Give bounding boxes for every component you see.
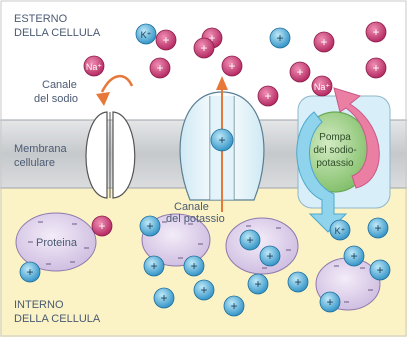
potassium-ion: + xyxy=(224,296,244,316)
pump-label-line3: potassio xyxy=(316,158,354,169)
potassium-ion: K⁺ xyxy=(330,220,350,240)
svg-text:+: + xyxy=(218,133,225,147)
sodium-ion: + xyxy=(156,30,176,50)
svg-text:+: + xyxy=(190,259,197,273)
svg-text:+: + xyxy=(350,249,357,263)
potassium-ion: + xyxy=(368,218,388,238)
inside-label-line2: DELLA CELLULA xyxy=(14,313,101,325)
svg-text:+: + xyxy=(156,61,163,75)
svg-text:+: + xyxy=(294,275,301,289)
sodium-ion: Na⁺ xyxy=(312,76,332,96)
svg-text:+: + xyxy=(266,249,273,263)
svg-text:+: + xyxy=(228,59,235,73)
sodium-channel-label-line1: Canale xyxy=(42,79,77,91)
svg-text:+: + xyxy=(320,35,327,49)
sodium-channel-label-line2: del sodio xyxy=(34,93,78,105)
svg-text:+: + xyxy=(246,233,253,247)
svg-text:+: + xyxy=(374,221,381,235)
svg-text:+: + xyxy=(98,219,105,233)
potassium-channel-label-line2: del potassio xyxy=(166,213,225,225)
potassium-ion: + xyxy=(370,260,390,280)
inside-label-line1: INTERNO xyxy=(14,299,64,311)
svg-text:+: + xyxy=(276,31,283,45)
pump-label-line1: Pompa xyxy=(319,132,351,143)
sodium-ion: + xyxy=(366,22,386,42)
sodium-ion: + xyxy=(222,56,242,76)
svg-text:+: + xyxy=(254,277,261,291)
svg-text:+: + xyxy=(296,65,303,79)
svg-text:+: + xyxy=(146,219,153,233)
svg-text:K⁺: K⁺ xyxy=(335,226,346,236)
potassium-ion: + xyxy=(260,246,280,266)
svg-text:+: + xyxy=(26,265,33,279)
sodium-ion: + xyxy=(150,58,170,78)
potassium-ion: + xyxy=(144,256,164,276)
potassium-ion: + xyxy=(20,262,40,282)
potassium-ion: + xyxy=(240,230,260,250)
protein xyxy=(226,218,298,274)
potassium-ion: + xyxy=(211,129,233,151)
svg-text:+: + xyxy=(230,299,237,313)
svg-text:+: + xyxy=(326,295,333,309)
membrane-label-line2: cellulare xyxy=(14,157,55,169)
svg-text:+: + xyxy=(372,61,379,75)
sodium-ion: + xyxy=(314,32,334,52)
svg-text:+: + xyxy=(200,283,207,297)
protein-label: Proteina xyxy=(36,237,78,249)
potassium-ion: + xyxy=(344,246,364,266)
svg-text:Na⁺: Na⁺ xyxy=(86,62,103,72)
potassium-ion: + xyxy=(288,272,308,292)
potassium-ion: + xyxy=(248,274,268,294)
svg-text:+: + xyxy=(162,33,169,47)
potassium-ion: + xyxy=(184,256,204,276)
potassium-ion: + xyxy=(270,28,290,48)
membrane-label-line1: Membrana xyxy=(14,143,67,155)
sodium-ion: + xyxy=(290,62,310,82)
sodium-ion: + xyxy=(194,38,214,58)
svg-text:+: + xyxy=(150,259,157,273)
sodium-ion: Na⁺ xyxy=(84,56,104,76)
svg-text:+: + xyxy=(160,291,167,305)
svg-text:+: + xyxy=(264,89,271,103)
outside-label-line1: ESTERNO xyxy=(14,13,68,25)
svg-text:Na⁺: Na⁺ xyxy=(314,82,331,92)
svg-text:+: + xyxy=(200,41,207,55)
potassium-channel-label-line1: Canale xyxy=(174,201,209,213)
sodium-ion: + xyxy=(92,216,112,236)
pump-label-line2: del sodio- xyxy=(313,145,356,156)
potassium-ion: + xyxy=(154,288,174,308)
sodium-ion: + xyxy=(366,58,386,78)
svg-text:+: + xyxy=(376,263,383,277)
potassium-ion: + xyxy=(140,216,160,236)
outside-label-line2: DELLA CELLULA xyxy=(14,27,101,39)
sodium-channel xyxy=(86,112,135,198)
sodium-ion: + xyxy=(258,86,278,106)
potassium-ion: + xyxy=(194,280,214,300)
potassium-ion: + xyxy=(320,292,340,312)
svg-text:K⁺: K⁺ xyxy=(141,30,152,40)
potassium-ion: K⁺ xyxy=(136,24,156,44)
svg-text:+: + xyxy=(372,25,379,39)
